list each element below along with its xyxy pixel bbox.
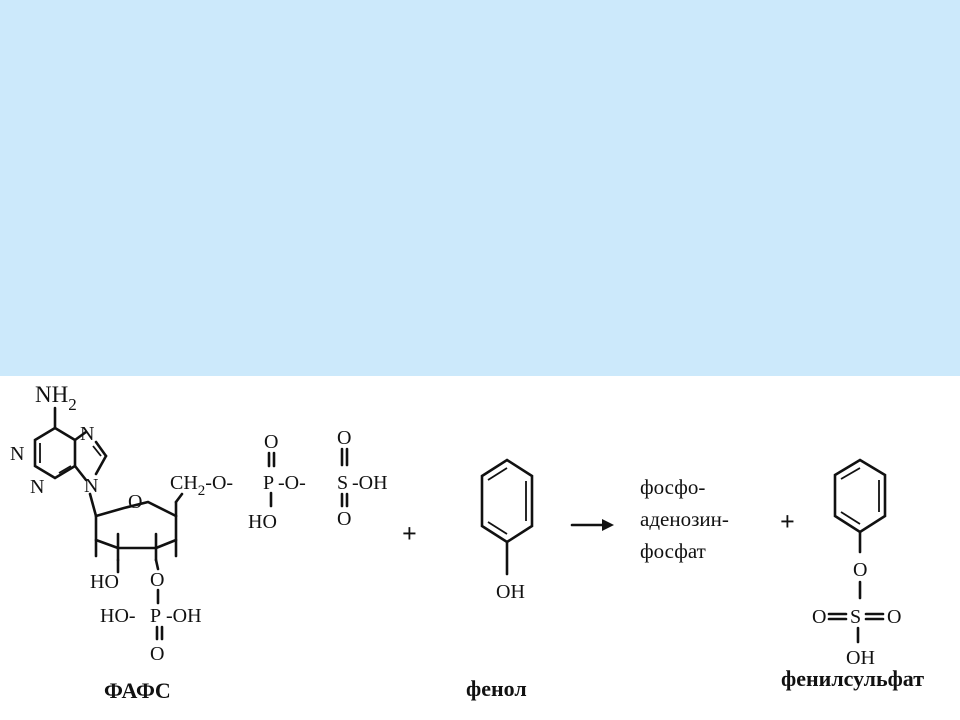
sulfate-o-left: O: [812, 606, 826, 628]
phenylsulfate-label: фенилсульфат: [781, 666, 924, 691]
ester-o: O: [853, 559, 867, 581]
paps-molecule: NH2 N N N N O HO O HO- P: [10, 382, 388, 703]
byproduct-line-1: фосфо-: [640, 475, 705, 499]
phosphate-ho: HO-: [100, 605, 136, 627]
reaction-arrow: [570, 519, 614, 531]
phenol-molecule: OH фенол: [466, 458, 534, 701]
phenol-oh: OH: [496, 581, 525, 603]
pap-byproduct: фосфо- аденозин- фосфат: [640, 475, 729, 563]
sulfate-o-right: O: [887, 606, 901, 628]
chain-o-bridge: -O-: [278, 472, 306, 494]
sulfate-oh: OH: [846, 647, 875, 669]
ring-n-nine: N: [84, 475, 98, 497]
chain-oh: -OH: [352, 472, 388, 494]
chain-s: S: [337, 472, 348, 494]
ring-n-left: N: [10, 443, 24, 465]
title-area: [0, 0, 960, 376]
chain-p-ho: HO: [248, 511, 277, 533]
plus-sign-2: +: [780, 507, 795, 536]
reaction-scheme: NH2 N N N N O HO O HO- P: [0, 376, 960, 720]
chain-s-o-top: O: [337, 427, 351, 449]
ribose-o-phosphate: O: [150, 569, 164, 591]
ring-n-top: N: [80, 423, 94, 445]
ribose-o: O: [128, 491, 142, 513]
ch2-group: CH2-O-: [170, 472, 233, 499]
reaction-svg: NH2 N N N N O HO O HO- P: [10, 382, 924, 703]
phenol-label: фенол: [466, 676, 527, 701]
ring-n-bottom: N: [30, 476, 44, 498]
byproduct-line-2: аденозин-: [640, 507, 729, 531]
phosphate-p: P: [150, 605, 161, 627]
nh2-group: NH2: [35, 382, 77, 414]
phosphate-oh: -OH: [166, 605, 202, 627]
sulfate-s: S: [850, 606, 861, 628]
paps-label: ФАФС: [104, 678, 171, 703]
plus-sign-1: +: [402, 519, 417, 548]
chain-p: P: [263, 472, 274, 494]
chain-p-o-top: O: [264, 431, 278, 453]
chain-s-o-bottom: O: [337, 508, 351, 530]
phosphate-o-bottom: O: [150, 643, 164, 665]
ribose-ho: HO: [90, 571, 119, 593]
byproduct-line-3: фосфат: [640, 539, 706, 563]
phenylsulfate-molecule: O O S O OH фенилсульфат: [781, 458, 924, 691]
